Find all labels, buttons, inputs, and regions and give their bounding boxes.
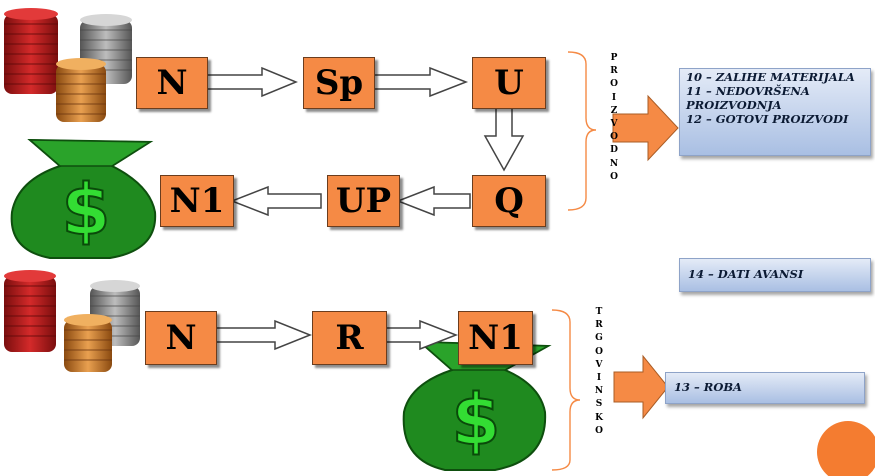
note-line: 11 – NEDOVRŠENA: [686, 84, 810, 98]
dollar-icon: $: [451, 379, 502, 461]
box-n1: N1: [160, 175, 234, 227]
note-advances: 14 – DATI AVANSI: [679, 258, 871, 292]
coin-stack-icon: [4, 8, 58, 94]
note-goods: 13 – ROBA: [665, 372, 865, 404]
note-line: PROIZVODNJA: [686, 98, 782, 112]
box-n1-bottom: N1: [458, 311, 533, 365]
orange-arrow-icon: [612, 94, 679, 420]
brace-icon: [551, 51, 597, 471]
note-line: 13 – ROBA: [674, 380, 742, 394]
coin-stack-icon: [64, 314, 112, 372]
note-line: 10 – ZALIHE MATERIJALA: [686, 70, 855, 84]
box-up: UP: [327, 175, 400, 227]
hollow-arrow-icon: [205, 66, 525, 351]
decorative-circle: [817, 421, 875, 476]
box-n: N: [136, 57, 208, 109]
coin-stack-icon: [56, 58, 106, 122]
box-r: R: [312, 311, 387, 365]
note-line: 12 – GOTOVI PROIZVODI: [686, 112, 849, 126]
coin-stack-icon: [4, 270, 56, 352]
box-n-bottom: N: [145, 311, 217, 365]
note-production-accounts: 10 – ZALIHE MATERIJALA 11 – NEDOVRŠENA P…: [679, 68, 871, 156]
box-q: Q: [472, 175, 546, 227]
dollar-icon: $: [61, 169, 112, 251]
note-line: 14 – DATI AVANSI: [688, 267, 804, 281]
money-bag-icon: [10, 138, 157, 259]
box-u: U: [472, 57, 546, 109]
box-sp: Sp: [303, 57, 375, 109]
